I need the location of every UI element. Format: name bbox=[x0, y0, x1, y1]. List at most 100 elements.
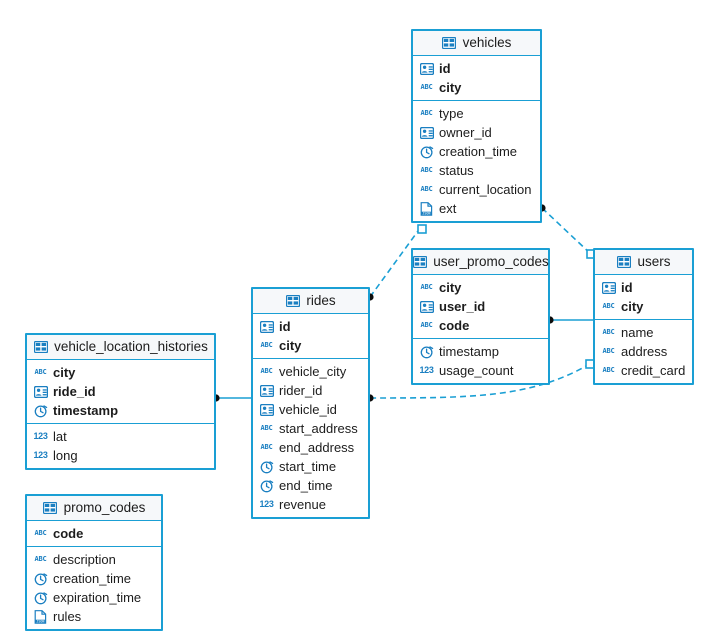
abc-icon: ABC bbox=[260, 424, 273, 432]
abc-icon: ABC bbox=[34, 368, 47, 376]
column-name: city bbox=[53, 365, 76, 380]
clock-icon bbox=[259, 478, 274, 493]
column-row[interactable]: id bbox=[413, 59, 540, 78]
column-row[interactable]: rider_id bbox=[253, 381, 368, 400]
column-name: address bbox=[621, 344, 668, 359]
column-name: description bbox=[53, 552, 116, 567]
column-row[interactable]: timestamp bbox=[413, 342, 548, 361]
column-name: vehicle_city bbox=[279, 364, 347, 379]
column-name: creation_time bbox=[53, 571, 132, 586]
column-name: long bbox=[53, 448, 78, 463]
column-row[interactable]: ride_id bbox=[27, 382, 214, 401]
column-row[interactable]: 123 usage_count bbox=[413, 361, 548, 380]
column-row[interactable]: ABC city bbox=[27, 363, 214, 382]
column-name: timestamp bbox=[439, 344, 499, 359]
clock-icon bbox=[33, 571, 48, 586]
table-header-promo_codes[interactable]: promo_codes bbox=[27, 496, 161, 521]
table-title: vehicle_location_histories bbox=[54, 339, 208, 355]
key-id-icon bbox=[259, 383, 274, 398]
abc-icon: ABC bbox=[260, 443, 273, 451]
column-row[interactable]: ABC status bbox=[413, 161, 540, 180]
column-row[interactable]: user_id bbox=[413, 297, 548, 316]
column-row[interactable]: ABC description bbox=[27, 550, 161, 569]
column-row[interactable]: start_time bbox=[253, 457, 368, 476]
column-row[interactable]: id bbox=[595, 278, 692, 297]
column-name: owner_id bbox=[439, 125, 492, 140]
table-grid-icon bbox=[285, 294, 300, 309]
table-grid-icon bbox=[33, 340, 48, 355]
column-row[interactable]: ABC credit_card bbox=[595, 361, 692, 380]
table-header-rides[interactable]: rides bbox=[253, 289, 368, 314]
clock-icon bbox=[259, 459, 274, 474]
abc-icon: ABC bbox=[420, 166, 433, 174]
abc-icon: ABC bbox=[602, 366, 615, 374]
column-row[interactable]: creation_time bbox=[413, 142, 540, 161]
column-row[interactable]: vehicle_id bbox=[253, 400, 368, 419]
relationship-vlh-rides[interactable] bbox=[212, 394, 251, 402]
table-title: promo_codes bbox=[63, 500, 146, 516]
abc-icon: ABC bbox=[420, 109, 433, 117]
column-name: expiration_time bbox=[53, 590, 142, 605]
column-name: city bbox=[439, 80, 462, 95]
column-row[interactable]: end_time bbox=[253, 476, 368, 495]
table-header-user_promo_codes[interactable]: user_promo_codes bbox=[412, 250, 549, 275]
abc-icon: ABC bbox=[34, 555, 47, 563]
table-grid-icon bbox=[412, 255, 427, 270]
column-group: timestamp 123 usage_count bbox=[413, 338, 548, 383]
table-header-vehicle_location_histories[interactable]: vehicle_location_histories bbox=[27, 335, 214, 360]
column-row[interactable]: ABC vehicle_city bbox=[253, 362, 368, 381]
key-id-icon bbox=[259, 402, 274, 417]
table-header-users[interactable]: users bbox=[595, 250, 692, 275]
column-row[interactable]: expiration_time bbox=[27, 588, 161, 607]
svg-text:JSON: JSON bbox=[36, 619, 44, 623]
column-row[interactable]: timestamp bbox=[27, 401, 214, 420]
json-icon: JSON bbox=[33, 609, 48, 624]
column-name: ride_id bbox=[53, 384, 96, 399]
key-id-icon bbox=[33, 384, 48, 399]
table-header-vehicles[interactable]: vehicles bbox=[413, 31, 540, 56]
column-name: credit_card bbox=[621, 363, 686, 378]
num-icon: 123 bbox=[419, 365, 434, 375]
clock-icon bbox=[33, 590, 48, 605]
key-id-icon bbox=[419, 125, 434, 140]
column-row[interactable]: id bbox=[253, 317, 368, 336]
column-name: usage_count bbox=[439, 363, 514, 378]
relationship-users-upc[interactable] bbox=[546, 316, 593, 324]
abc-icon: ABC bbox=[260, 367, 273, 375]
json-icon: JSON bbox=[419, 201, 434, 216]
column-name: status bbox=[439, 163, 474, 178]
key-id-icon bbox=[419, 61, 434, 76]
column-row[interactable]: creation_time bbox=[27, 569, 161, 588]
column-name: city bbox=[621, 299, 644, 314]
column-row[interactable]: owner_id bbox=[413, 123, 540, 142]
